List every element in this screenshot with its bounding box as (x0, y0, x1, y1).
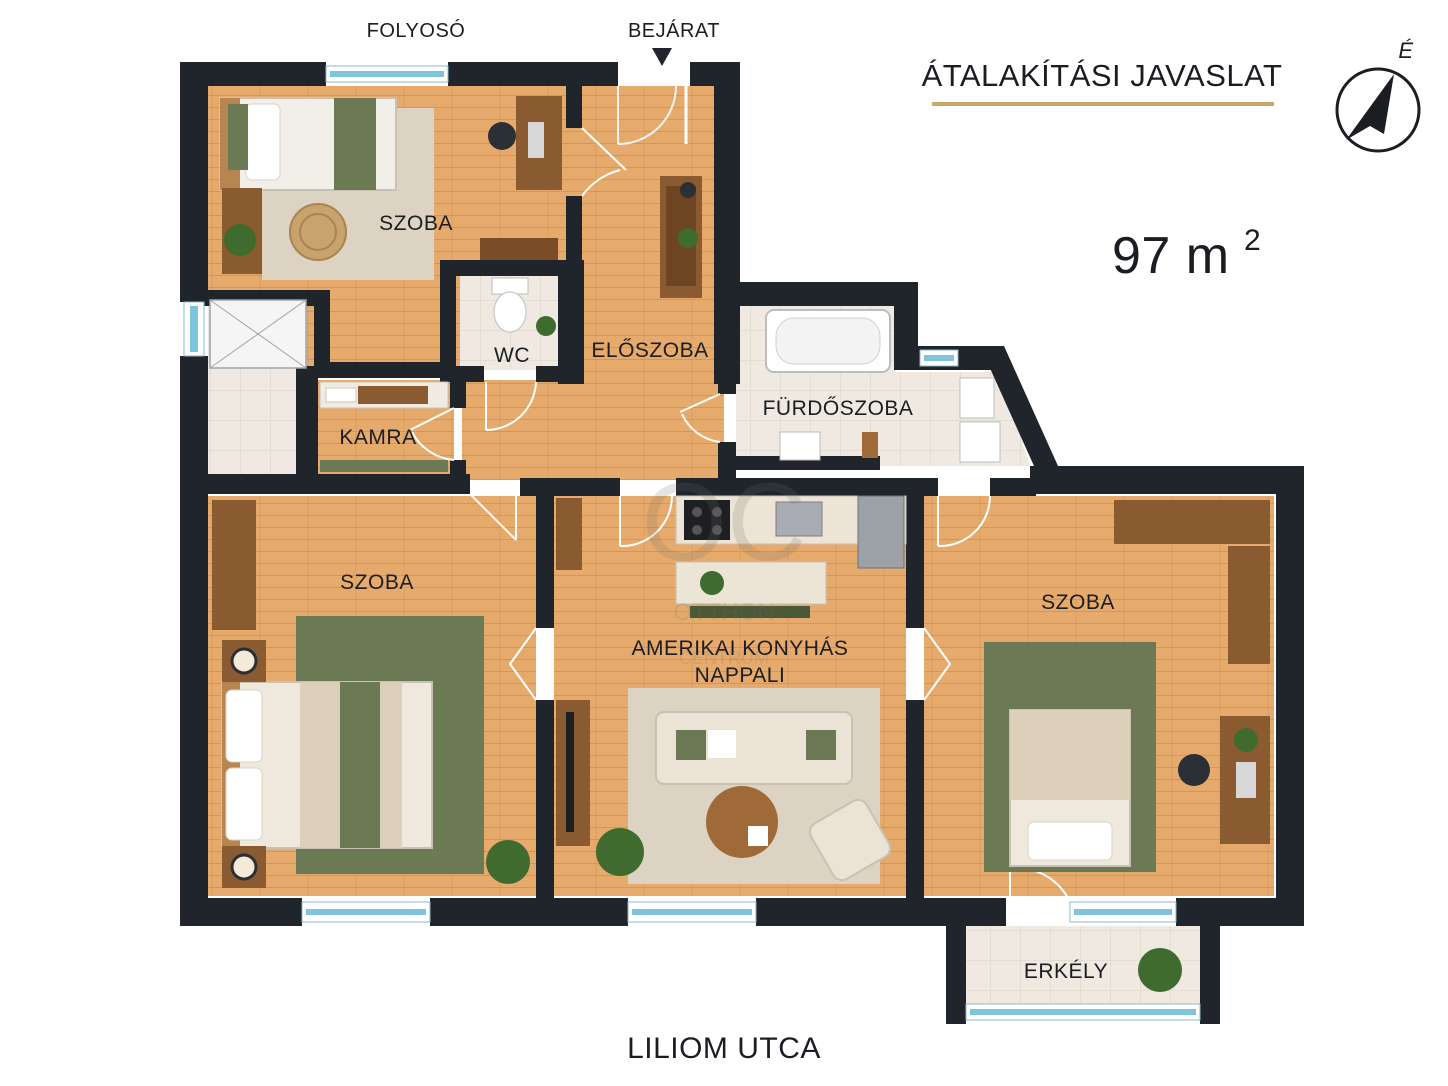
watermark: OC OTTHON CENTRUM (642, 461, 807, 668)
door-bedroom-right (937, 495, 991, 548)
area-superscript: 2 (1244, 224, 1261, 257)
door-living-right (923, 627, 952, 701)
armchair (808, 798, 892, 882)
fridge (857, 495, 905, 569)
sink-right (959, 421, 1001, 463)
wc-fixtures (491, 277, 556, 336)
header: ÁTALAKÍTÁSI JAVASLAT 97 m 2 (922, 58, 1283, 285)
label-living-line1: AMERIKAI KONYHÁS (632, 637, 849, 660)
coffee-table (706, 786, 778, 858)
walls (180, 62, 1304, 1024)
street-labels: FOLYOSÓ BEJÁRAT LILIOM UTCA (367, 19, 821, 1065)
plant-living (596, 828, 644, 876)
door-entrance (617, 85, 677, 145)
hall-furniture (660, 176, 702, 298)
compass-icon: É (1335, 38, 1421, 153)
floor-hall-lower (462, 380, 724, 480)
label-entrance: BEJÁRAT (628, 19, 720, 42)
bedroom-left-furniture (212, 500, 530, 888)
door-bath (679, 393, 721, 443)
label-pantry: KAMRA (339, 426, 416, 449)
plant-top (224, 224, 256, 256)
windows (183, 65, 1201, 1021)
label-living-line2: NAPPALI (695, 664, 786, 687)
label-corridor: FOLYOSÓ (367, 19, 466, 42)
watermark-line2: CENTRUM (679, 648, 769, 668)
door-bedroom-left (469, 493, 517, 541)
plant-left (486, 840, 530, 884)
door-pantry (409, 407, 455, 461)
wardrobe-right-top (1114, 500, 1270, 544)
bath-stool (862, 432, 878, 458)
toilet-bowl (493, 291, 527, 333)
title-underline (932, 102, 1274, 106)
label-wc: WC (494, 344, 530, 367)
balcony-furniture (1138, 948, 1182, 992)
label-hall: ELŐSZOBA (591, 339, 708, 362)
bedroom-right-furniture (984, 500, 1270, 872)
label-bedroom-left: SZOBA (340, 571, 414, 594)
plant-balcony (1138, 948, 1182, 992)
doors (409, 85, 1069, 899)
door-living-left (508, 627, 537, 701)
label-bedroom-top: SZOBA (379, 212, 453, 235)
label-balcony: ERKÉLY (1024, 960, 1108, 983)
door-wc (485, 381, 537, 432)
washing-machine (959, 377, 995, 419)
bench-top (480, 238, 558, 260)
watermark-logo: OC (642, 461, 807, 584)
pantry-shelf-bottom (320, 460, 448, 472)
desk-chair-right (1178, 754, 1210, 786)
entrance-arrow-icon (652, 48, 672, 66)
watermark-line1: OTTHON (673, 599, 774, 626)
label-street: LILIOM UTCA (627, 1032, 821, 1065)
kitchen-shelf (556, 498, 582, 570)
bedroom-top-furniture (219, 96, 562, 280)
stools (690, 606, 810, 618)
round-rug (289, 203, 347, 261)
label-bathroom: FÜRDŐSZOBA (763, 397, 914, 420)
compass-letter: É (1398, 38, 1413, 63)
kitchen-sink (775, 501, 823, 537)
bathroom-fixtures (765, 309, 1001, 463)
living-furniture (556, 495, 907, 884)
door-kitchen (619, 495, 673, 548)
desk-chair-top (488, 122, 516, 150)
room-labels: SZOBA WC ELŐSZOBA FÜRDŐSZOBA KAMRA SZOBA… (339, 212, 1114, 983)
storage-furniture (209, 299, 449, 472)
compass-needle-icon (1346, 74, 1394, 140)
door-bedroom-top (581, 127, 627, 197)
label-bedroom-right: SZOBA (1041, 591, 1115, 614)
cooktop (684, 500, 730, 540)
page-title: ÁTALAKÍTÁSI JAVASLAT (922, 58, 1283, 93)
wardrobe-left (212, 500, 256, 630)
sink-left (779, 431, 821, 461)
wardrobe-right-side (1228, 546, 1270, 664)
area-value: 97 m (1112, 227, 1230, 285)
